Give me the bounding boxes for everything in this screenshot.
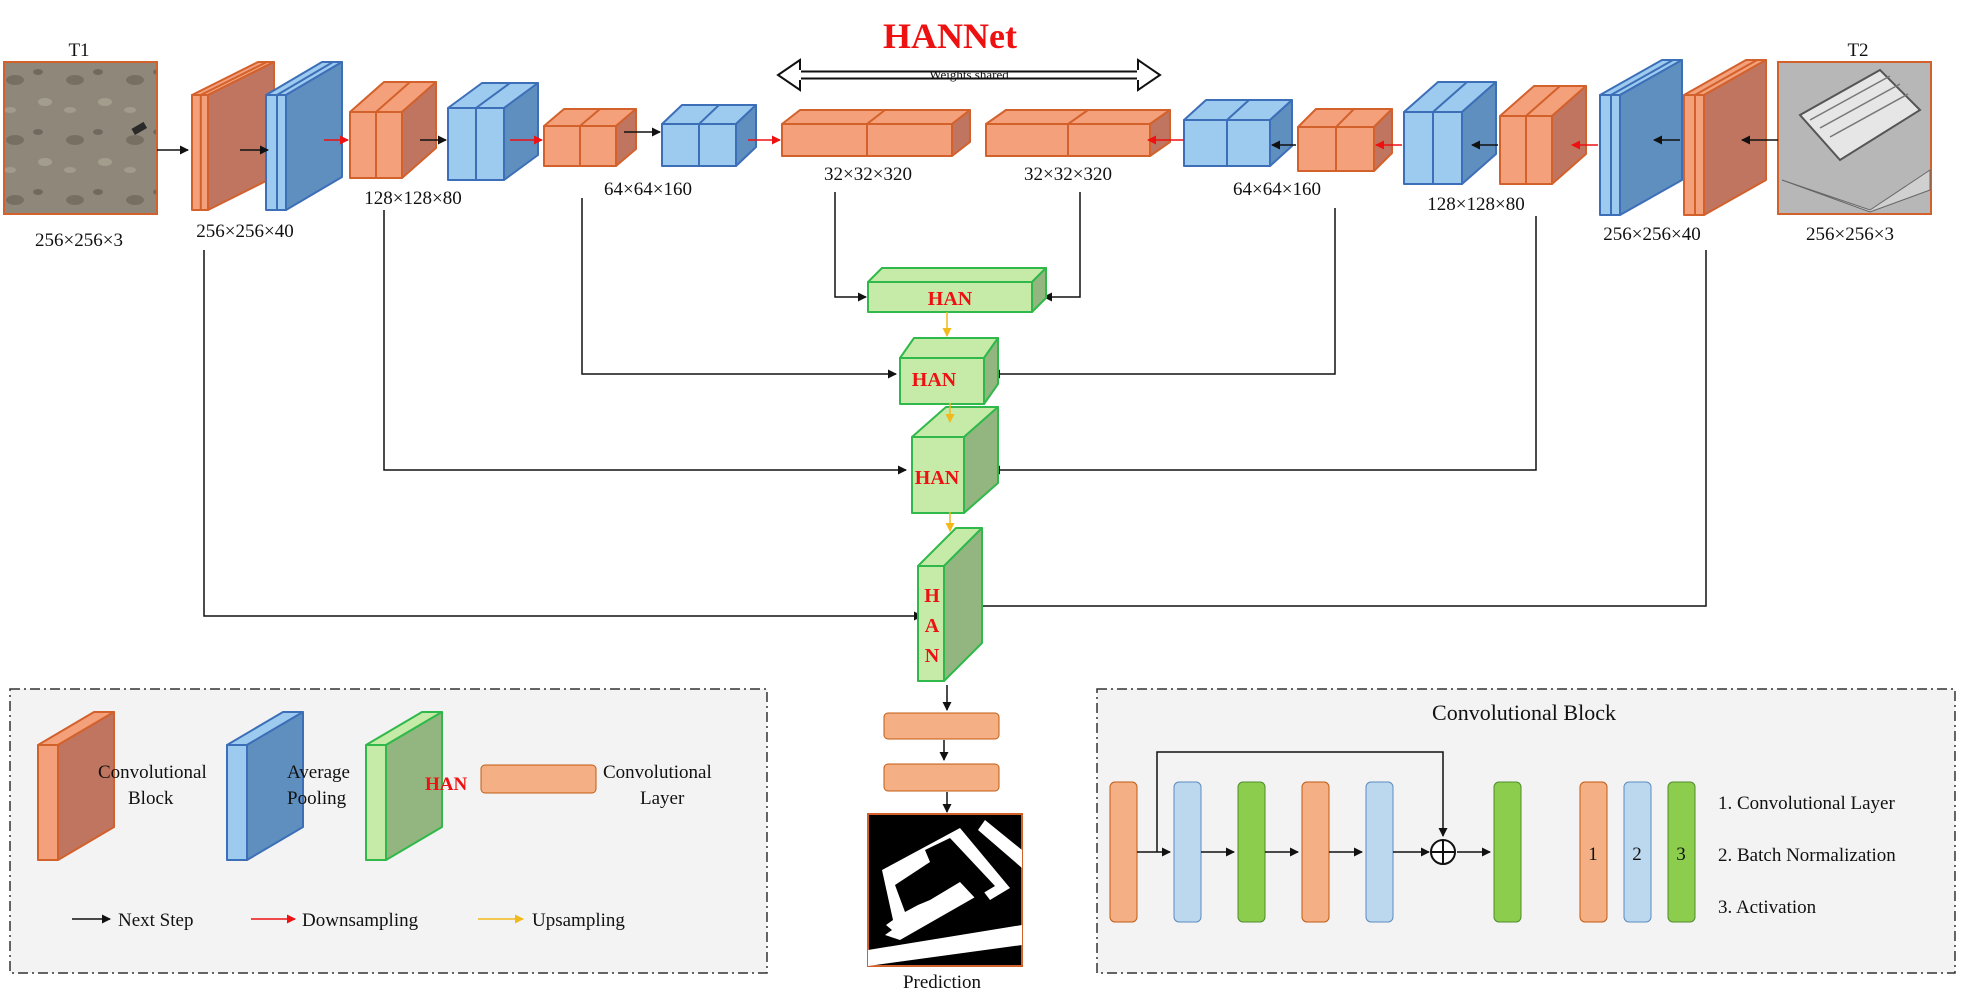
right-avg-pool-2 <box>1403 81 1497 185</box>
legend-han-swatch <box>365 711 443 861</box>
right-conv-block-2 <box>1499 85 1587 185</box>
right-conv-layer-4 <box>985 109 1171 157</box>
cb-key-bn-swatch <box>1623 781 1652 923</box>
legend-han-label: HAN <box>425 774 468 795</box>
cb-key-3: 3 <box>1676 844 1686 865</box>
left-avg-pool-3 <box>661 104 757 167</box>
cb-act-out <box>1493 781 1522 923</box>
legend-next-step: Next Step <box>118 910 193 931</box>
cb-item-3: 3. Activation <box>1718 897 1817 918</box>
left-conv-block-2 <box>349 81 437 179</box>
skip-connections <box>203 192 1707 621</box>
legend-avg-pool-line1: Average <box>287 762 350 783</box>
han-module-3 <box>911 406 999 514</box>
left-avg-pool-2 <box>447 82 539 181</box>
legend-downsampling: Downsampling <box>302 910 419 931</box>
conv-block-panel: Convolutional Block 1 2 3 1. Convolution… <box>1096 688 1956 974</box>
weights-shared-label: Weights shared <box>929 67 1009 82</box>
output-conv-layer-2 <box>883 763 1000 792</box>
han-1-label: HAN <box>928 288 973 310</box>
right-stage4-label: 32×32×320 <box>1024 164 1112 185</box>
left-conv-layer-4 <box>781 109 971 157</box>
input-t2-name: T2 <box>1847 40 1868 61</box>
left-stage1-label: 256×256×40 <box>196 221 293 242</box>
cb-bn-1 <box>1173 781 1202 923</box>
conv-block-panel-title: Convolutional Block <box>1432 700 1616 725</box>
left-conv-block-3 <box>543 108 637 167</box>
input-t1-name: T1 <box>68 40 89 61</box>
cb-act-1 <box>1237 781 1266 923</box>
cb-conv-1 <box>1109 781 1138 923</box>
left-avg-pool-1 <box>265 61 343 211</box>
han-module-4 <box>917 527 983 682</box>
cb-key-1: 1 <box>1588 844 1598 865</box>
left-stage4-label: 32×32×320 <box>824 164 912 185</box>
han-4-letter-h: H <box>924 585 940 607</box>
input-t1-image <box>3 61 158 215</box>
legend-conv-layer-line2: Layer <box>640 788 685 809</box>
cb-item-1: 1. Convolutional Layer <box>1718 793 1895 814</box>
cb-item-2: 2. Batch Normalization <box>1718 845 1896 866</box>
left-conv-block-1 <box>191 61 275 211</box>
legend-upsampling: Upsampling <box>532 910 625 931</box>
han-3-label: HAN <box>915 467 960 489</box>
right-stage2-label: 128×128×80 <box>1427 194 1524 215</box>
legend-panel: Convolutional Block Average Pooling HAN … <box>9 688 768 974</box>
legend-conv-layer-swatch <box>480 764 597 794</box>
han-4-letter-a: A <box>925 615 940 637</box>
encoder-arrows <box>157 127 1778 155</box>
legend-conv-block-line2: Block <box>128 788 174 809</box>
prediction-label: Prediction <box>903 972 982 993</box>
cb-key-conv-swatch <box>1579 781 1608 923</box>
right-conv-block-3 <box>1297 108 1393 172</box>
input-t2-size: 256×256×3 <box>1806 224 1894 245</box>
left-stage2-label: 128×128×80 <box>364 188 461 209</box>
left-stage3-label: 64×64×160 <box>604 179 692 200</box>
han-2-label: HAN <box>912 369 957 391</box>
output-conv-layer-1 <box>883 712 1000 740</box>
right-avg-pool-3 <box>1183 99 1293 167</box>
legend-avg-pool-line2: Pooling <box>287 788 347 809</box>
han-module-1 <box>867 267 1047 313</box>
diagram-title: HANNet <box>883 16 1017 56</box>
input-t1-size: 256×256×3 <box>35 230 123 251</box>
right-stage3-label: 64×64×160 <box>1233 179 1321 200</box>
upsampling-arrows <box>942 312 955 532</box>
cb-key-2: 2 <box>1632 844 1642 865</box>
legend-conv-block-line1: Convolutional <box>98 762 207 783</box>
output-head: Prediction <box>867 685 1023 993</box>
cb-key-act-swatch <box>1667 781 1696 923</box>
right-stage1-label: 256×256×40 <box>1603 224 1700 245</box>
prediction-image <box>867 813 1023 967</box>
legend-avg-pool-swatch <box>226 711 304 861</box>
residual-add-icon <box>1430 839 1456 865</box>
cb-bn-2 <box>1365 781 1394 923</box>
right-avg-pool-1 <box>1599 59 1683 216</box>
cb-conv-2 <box>1301 781 1330 923</box>
right-conv-block-1 <box>1683 59 1767 216</box>
han-module-2 <box>899 337 999 405</box>
legend-conv-block-swatch <box>37 711 115 861</box>
legend-conv-layer-line1: Convolutional <box>603 762 712 783</box>
input-t2-image <box>1777 61 1932 215</box>
han-4-letter-n: N <box>925 645 940 667</box>
